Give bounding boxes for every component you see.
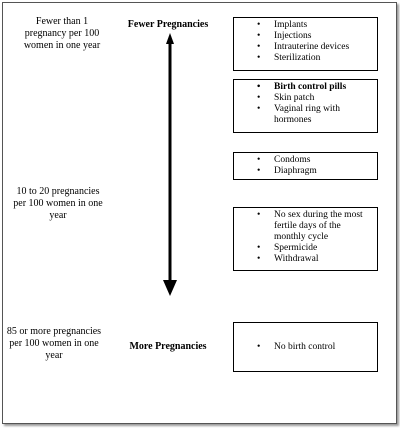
method-item: • Implants [238, 20, 373, 31]
rate-label-middle: 10 to 20 pregnancies per 100 women in on… [13, 186, 103, 221]
method-label: Skin patch [274, 93, 315, 103]
method-item: • Vaginal ring with hormones [238, 104, 373, 126]
bullet-icon: • [257, 82, 261, 92]
method-item: • No birth control [238, 342, 373, 353]
method-item: • No sex during the most fertile days of … [238, 210, 373, 243]
bullet-icon: • [257, 42, 261, 52]
method-label: Injections [274, 31, 312, 41]
arrow-head-down [163, 280, 177, 296]
arrow-head-up [166, 33, 174, 44]
method-label: No birth control [274, 342, 336, 352]
bullet-icon: • [257, 93, 261, 103]
method-item: • Skin patch [238, 93, 373, 104]
method-label: Spermicide [274, 243, 318, 253]
fewer-pregnancies-label: Fewer Pregnancies [127, 19, 209, 30]
method-group-least-effective: • No sex during the most fertile days of … [233, 207, 378, 271]
bullet-icon: • [257, 166, 261, 176]
method-group-barrier: • Condoms • Diaphragm [233, 152, 378, 180]
method-item: • Injections [238, 31, 373, 42]
method-label: Implants [274, 20, 308, 30]
method-item: • Condoms [238, 155, 373, 166]
bullet-icon: • [257, 53, 261, 63]
bullet-icon: • [257, 155, 261, 165]
method-item: • Diaphragm [238, 166, 373, 177]
method-group-hormonal: • Birth control pills • Skin patch • Vagina… [233, 79, 378, 133]
method-label: Vaginal ring with hormones [274, 104, 340, 125]
bullet-icon: • [257, 243, 261, 253]
method-group-most-effective: • Implants • Injections • Intrauterine devi… [233, 17, 378, 71]
method-item: • Withdrawal [238, 254, 373, 265]
method-label: Birth control pills [274, 82, 347, 92]
rate-label-top: Fewer than 1 pregnancy per 100 women in … [23, 16, 101, 51]
method-label: Withdrawal [274, 254, 319, 264]
more-pregnancies-label: More Pregnancies [129, 341, 207, 352]
method-item: • Spermicide [238, 243, 373, 254]
method-group-none: • No birth control [233, 322, 378, 372]
method-item: • Birth control pills [238, 82, 373, 93]
rate-label-bottom: 85 or more pregnancies per 100 women in … [6, 326, 102, 361]
bullet-icon: • [257, 20, 261, 30]
method-label: Condoms [274, 155, 311, 165]
method-label: Sterilization [274, 53, 321, 63]
method-item: • Sterilization [238, 53, 373, 64]
bullet-icon: • [257, 210, 261, 220]
bullet-icon: • [257, 31, 261, 41]
method-label: No sex during the most fertile days of t… [274, 210, 363, 242]
method-label: Intrauterine devices [274, 42, 350, 52]
bullet-icon: • [257, 104, 261, 114]
bullet-icon: • [257, 254, 261, 264]
method-label: Diaphragm [274, 166, 317, 176]
bullet-icon: • [257, 342, 261, 352]
method-item: • Intrauterine devices [238, 42, 373, 53]
